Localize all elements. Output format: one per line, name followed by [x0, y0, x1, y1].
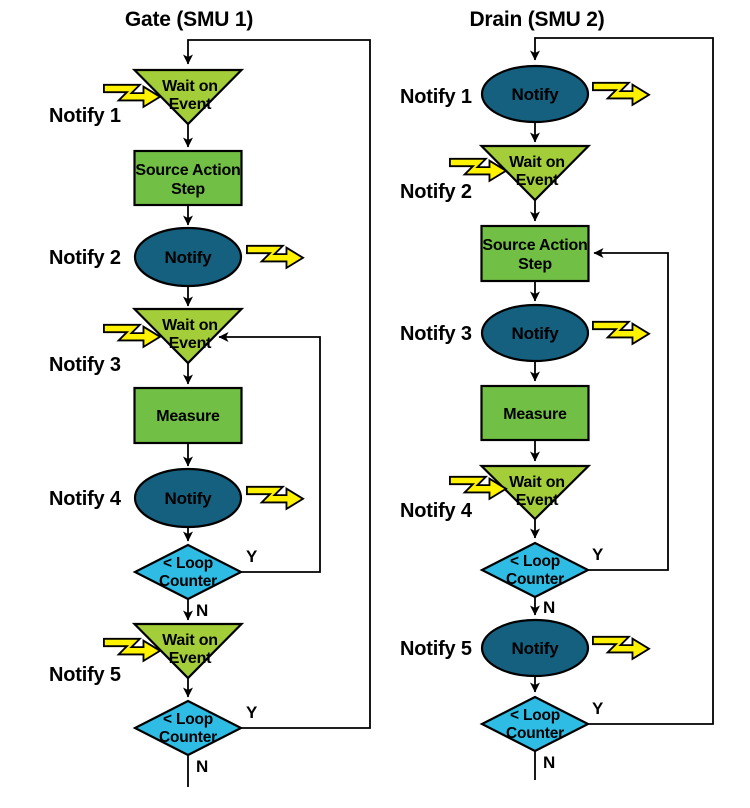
gate-notify-1-label: Notify 1 — [49, 105, 121, 127]
drain-inner-loop-line — [588, 248, 669, 571]
gate-wait-event-1-label-line2: Event — [169, 96, 212, 113]
gate-source-action-step-box — [133, 149, 243, 207]
gate-loop-counter-1-label-line2: Counter — [159, 573, 217, 590]
gate-wait-event-1-label-line1: Wait on — [162, 78, 218, 95]
drain-loop-counter-1-yes-label: Y — [592, 545, 604, 564]
gate-loop-counter-1-diamond — [132, 543, 244, 601]
drain-loop-counter-1-label-line1: < Loop — [510, 553, 560, 570]
drain-loop-counter-2-label-line2: Counter — [506, 725, 564, 742]
gate-notify-3-label: Notify 3 — [49, 354, 121, 376]
gate-wait-event-1-triangle — [131, 68, 245, 126]
drain-notify-1-label: Notify 1 — [400, 86, 472, 108]
drain-wait-event-2-label-line1: Wait on — [509, 474, 565, 491]
gate-notify-3-bolt-icon — [102, 323, 161, 348]
gate-wait-event-3-label-line2: Event — [169, 650, 212, 667]
drain-wait-event-2-triangle — [478, 464, 592, 521]
gate-notify-2-ellipse — [133, 226, 243, 288]
drain-notify-5-ellipse-label: Notify — [512, 639, 560, 658]
drain-notify-4-label: Notify 4 — [400, 500, 473, 522]
gate-loop-counter-2-yes-label: Y — [246, 703, 258, 722]
gate-source-action-label-line1: Source Action — [135, 162, 240, 179]
drain-notify-1-ellipse-label: Notify — [512, 85, 560, 104]
drain-wait-event-1-label-line2: Event — [516, 172, 559, 189]
gate-notify-2-bolt-icon — [245, 244, 304, 269]
gate-measure-label: Measure — [156, 408, 220, 425]
drain-loop-counter-2-diamond — [479, 695, 591, 753]
drain-wait-event-1-triangle — [478, 144, 592, 202]
gate-loop-counter-2-label-line2: Counter — [159, 729, 217, 746]
gate-wait-event-2-label-line1: Wait on — [162, 317, 218, 334]
drain-notify-1-ellipse — [480, 64, 590, 124]
drain-loop-counter-1-diamond — [479, 541, 591, 599]
drain-loop-counter-2-yes-label: Y — [592, 699, 604, 718]
gate-loop-counter-1-no-label: N — [196, 601, 208, 620]
drain-notify-5-label: Notify 5 — [400, 638, 472, 660]
gate-loop-counter-2-no-label: N — [196, 757, 208, 776]
gate-notify-5-label: Notify 5 — [49, 664, 121, 686]
drain-loop-counter-2-label-line1: < Loop — [510, 707, 560, 724]
drain-measure-box — [480, 384, 590, 442]
gate-loop-counter-2-label-line1: < Loop — [163, 711, 213, 728]
drain-wait-event-2-label-line2: Event — [516, 492, 559, 509]
gate-loop-counter-2-diamond — [132, 699, 244, 757]
gate-notify-2-label: Notify 2 — [49, 247, 121, 269]
gate-wait-event-2-label-line2: Event — [169, 335, 212, 352]
drain-notify-1-bolt-icon — [591, 81, 650, 106]
drain-notify-3-label: Notify 3 — [400, 323, 472, 345]
gate-notify-4-ellipse-label: Notify — [165, 489, 213, 508]
drain-source-action-label-line1: Source Action — [482, 237, 587, 254]
gate-notify-4-bolt-icon — [245, 485, 304, 510]
gate-source-action-label-line2: Step — [171, 181, 205, 198]
drain-notify-5-bolt-icon — [591, 635, 650, 660]
gate-loop-counter-1-label-line1: < Loop — [163, 555, 213, 572]
drain-notify-3-ellipse — [480, 303, 590, 363]
gate-measure-box — [133, 386, 243, 445]
drain-notify-3-bolt-icon — [591, 320, 650, 345]
gate-title: Gate (SMU 1) — [125, 8, 253, 31]
drain-notify-5-ellipse — [480, 618, 590, 678]
gate-notify-2-ellipse-label: Notify — [165, 248, 213, 267]
gate-inner-loop-line — [218, 332, 321, 573]
drain-flow: Drain (SMU 2) Notify Notify 1 Wait on Ev… — [400, 8, 714, 780]
gate-notify-4-label: Notify 4 — [49, 488, 122, 510]
drain-title: Drain (SMU 2) — [469, 8, 604, 31]
drain-wait-event-1-label-line1: Wait on — [509, 154, 565, 171]
drain-notify-3-ellipse-label: Notify — [512, 324, 560, 343]
gate-outer-loop-line — [183, 39, 371, 729]
gate-wait-event-3-triangle — [131, 622, 245, 680]
drain-outer-loop-line — [530, 37, 714, 725]
gate-notify-4-ellipse — [133, 467, 243, 529]
gate-wait-event-3-label-line1: Wait on — [162, 632, 218, 649]
drain-measure-label: Measure — [503, 406, 567, 423]
drain-loop-counter-1-label-line2: Counter — [506, 571, 564, 588]
drain-source-action-label-line2: Step — [518, 256, 552, 273]
drain-notify-2-label: Notify 2 — [400, 181, 472, 203]
drain-loop-counter-2-no-label: N — [543, 753, 555, 772]
gate-flow: Gate (SMU 1) Wait on Event Notify 1 Sour… — [49, 8, 371, 787]
drain-source-action-step-box — [480, 224, 590, 283]
drain-loop-counter-1-no-label: N — [543, 598, 555, 617]
gate-loop-counter-1-yes-label: Y — [246, 547, 258, 566]
gate-wait-event-2-triangle — [131, 307, 245, 365]
